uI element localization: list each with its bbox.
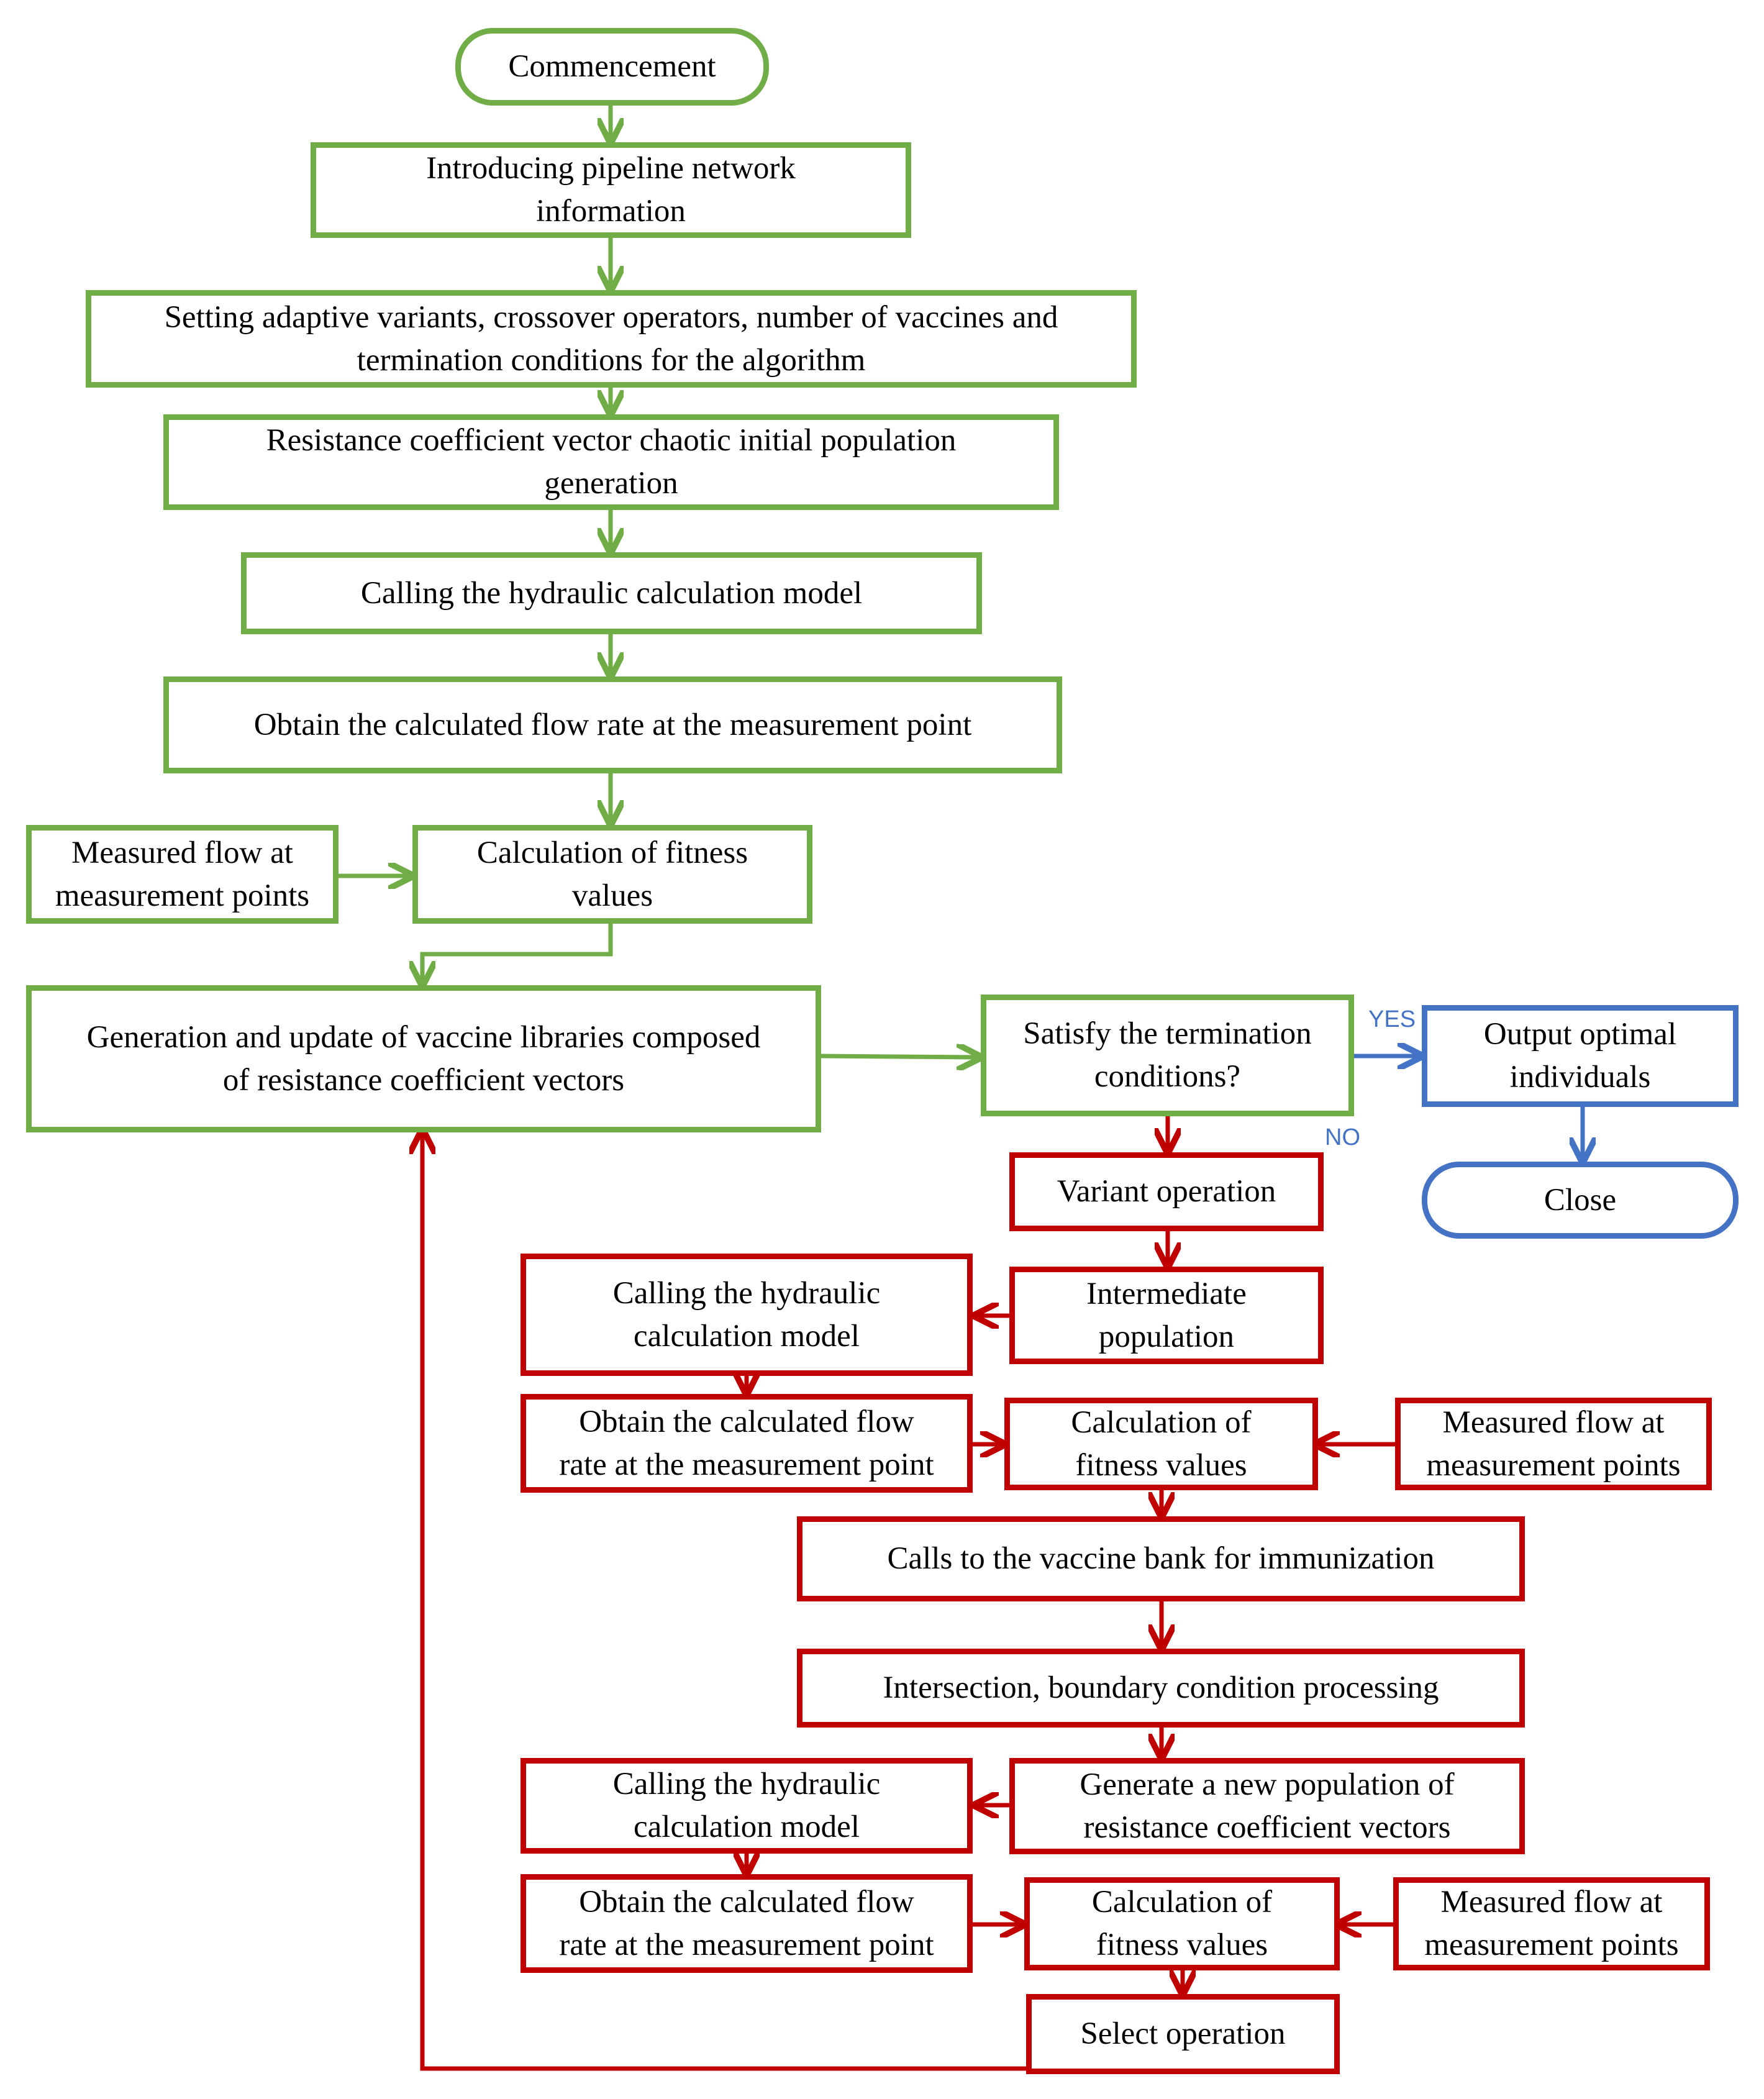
resistance-init-line-1: Resistance coefficient vector chaotic in… — [266, 423, 957, 458]
measured-flow-2-node: Measured flow at measurement points — [1395, 1398, 1712, 1490]
arrow-fitness-1-vaccine-library — [422, 924, 613, 983]
commencement-label: Commencement — [508, 49, 716, 84]
termination-check-line-2: conditions? — [1094, 1059, 1241, 1094]
obtain-flow-3-line-2: rate at the measurement point — [559, 1927, 934, 1962]
new-population-line-1: Generate a new population of — [1080, 1767, 1455, 1802]
measured-flow-3-line-2: measurement points — [1424, 1928, 1679, 1962]
measured-flow-1-line-1: Measured flow at — [71, 835, 293, 870]
intermediate-pop-node: Intermediate population — [1009, 1267, 1324, 1364]
termination-check-node: Satisfy the termination conditions? — [981, 995, 1354, 1116]
intermediate-pop-line-2: population — [1098, 1319, 1235, 1354]
arrow-select-op-vaccine-library — [422, 1132, 1026, 2071]
obtain-flow-1-label: Obtain the calculated flow rate at the m… — [253, 707, 972, 742]
fitness-3-node: Calculation of fitness values — [1024, 1877, 1340, 1970]
vaccine-bank-label: Calls to the vaccine bank for immunizati… — [887, 1541, 1435, 1576]
intermediate-pop-line-1: Intermediate — [1086, 1276, 1247, 1311]
obtain-flow-2-line-2: rate at the measurement point — [559, 1447, 934, 1482]
vaccine-bank-node: Calls to the vaccine bank for immunizati… — [797, 1516, 1525, 1601]
measured-flow-1-line-2: measurement points — [55, 878, 310, 913]
fitness-1-line-1: Calculation of fitness — [476, 835, 748, 870]
measured-flow-3-line-1: Measured flow at — [1440, 1885, 1663, 1919]
introducing-line-1: Introducing pipeline network — [426, 151, 796, 186]
measured-flow-1-node: Measured flow at measurement points — [26, 825, 339, 924]
obtain-flow-3-line-1: Obtain the calculated flow — [579, 1884, 914, 1919]
resistance-init-line-2: generation — [544, 466, 678, 501]
vaccine-library-line-1: Generation and update of vaccine librari… — [86, 1019, 761, 1055]
arrow-vaccine-library-termination — [821, 1056, 978, 1057]
fitness-3-line-1: Calculation of — [1091, 1885, 1273, 1919]
introducing-line-2: information — [536, 194, 686, 229]
setting-node: Setting adaptive variants, crossover ope… — [86, 290, 1137, 388]
fitness-2-line-2: fitness values — [1075, 1447, 1247, 1483]
fitness-1-line-2: values — [571, 878, 653, 913]
variant-op-label: Variant operation — [1057, 1174, 1276, 1209]
calling-model-2-node: Calling the hydraulic calculation model — [521, 1254, 973, 1376]
fitness-3-line-2: fitness values — [1096, 1928, 1268, 1962]
calling-model-2-line-2: calculation model — [634, 1318, 860, 1354]
new-population-line-2: resistance coefficient vectors — [1083, 1810, 1451, 1845]
obtain-flow-1-node: Obtain the calculated flow rate at the m… — [163, 676, 1062, 773]
no-label: NO — [1325, 1124, 1360, 1150]
close-label: Close — [1543, 1182, 1617, 1218]
introducing-node: Introducing pipeline network information — [311, 142, 911, 238]
setting-line-1: Setting adaptive variants, crossover ope… — [164, 299, 1058, 335]
obtain-flow-2-line-1: Obtain the calculated flow — [579, 1404, 914, 1439]
setting-line-2: termination conditions for the algorithm — [357, 342, 866, 378]
fitness-2-line-1: Calculation of — [1071, 1405, 1252, 1440]
calling-model-3-line-1: Calling the hydraulic — [612, 1767, 881, 1801]
output-optimal-line-2: individuals — [1509, 1060, 1651, 1095]
calling-model-1-node: Calling the hydraulic calculation model — [241, 552, 982, 634]
new-population-node: Generate a new population of resistance … — [1009, 1758, 1525, 1854]
termination-check-line-1: Satisfy the termination — [1023, 1016, 1312, 1051]
intersection-label: Intersection, boundary condition process… — [883, 1670, 1439, 1705]
obtain-flow-3-node: Obtain the calculated flow rate at the m… — [521, 1874, 973, 1973]
measured-flow-3-node: Measured flow at measurement points — [1393, 1877, 1710, 1970]
calling-model-3-line-2: calculation model — [634, 1810, 860, 1844]
measured-flow-2-line-1: Measured flow at — [1442, 1405, 1665, 1440]
obtain-flow-2-node: Obtain the calculated flow rate at the m… — [521, 1394, 973, 1493]
calling-model-1-label: Calling the hydraulic calculation model — [360, 575, 863, 611]
output-optimal-line-1: Output optimal — [1483, 1017, 1677, 1052]
yes-label: YES — [1368, 1006, 1416, 1032]
vaccine-library-line-2: of resistance coefficient vectors — [222, 1062, 625, 1098]
vaccine-library-node: Generation and update of vaccine librari… — [26, 985, 821, 1132]
measured-flow-2-line-2: measurement points — [1426, 1447, 1681, 1483]
calling-model-2-line-1: Calling the hydraulic — [612, 1275, 881, 1311]
output-optimal-node: Output optimal individuals — [1422, 1005, 1739, 1107]
intersection-node: Intersection, boundary condition process… — [797, 1649, 1525, 1728]
resistance-init-node: Resistance coefficient vector chaotic in… — [163, 414, 1059, 510]
select-op-node: Select operation — [1026, 1994, 1340, 2074]
select-op-label: Select operation — [1080, 2016, 1286, 2051]
commencement-node: Commencement — [455, 28, 769, 106]
fitness-2-node: Calculation of fitness values — [1004, 1398, 1318, 1490]
variant-op-node: Variant operation — [1009, 1152, 1324, 1231]
calling-model-3-node: Calling the hydraulic calculation model — [521, 1758, 973, 1854]
close-node: Close — [1422, 1162, 1739, 1239]
fitness-1-node: Calculation of fitness values — [412, 825, 812, 924]
